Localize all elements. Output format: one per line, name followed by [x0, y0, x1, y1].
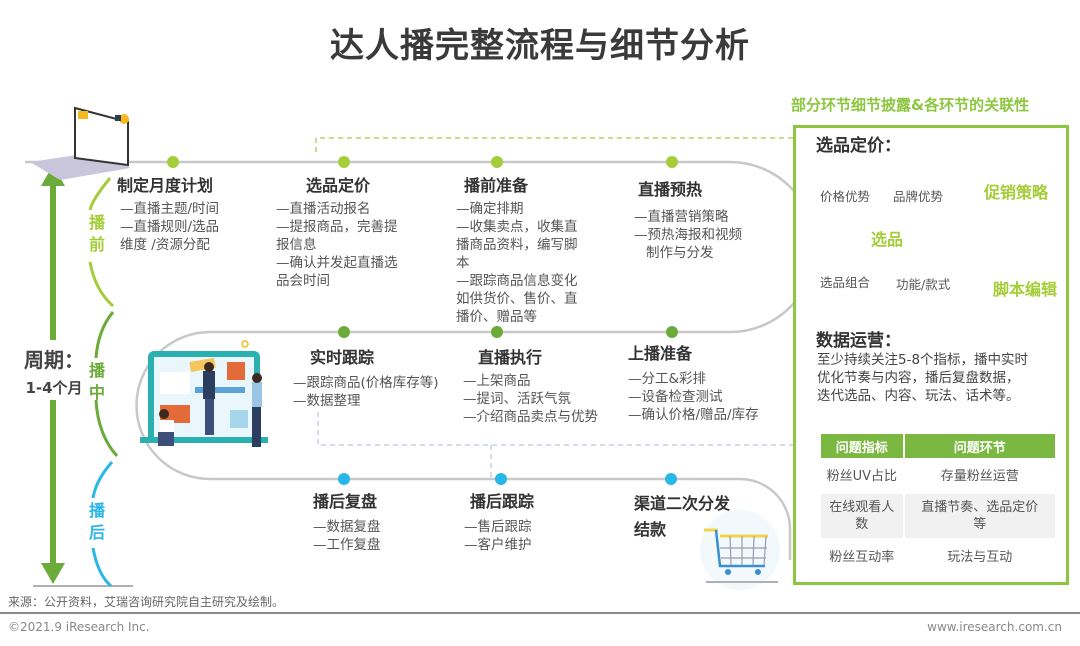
stage-dots-during — [338, 326, 678, 338]
stage-post-followup: 播后跟踪 —售后跟踪 —客户维护 — [464, 492, 535, 553]
stage-live-warmup: 直播预热 —直播营销策略 —预热海报和视频 制作与分发 — [634, 180, 742, 261]
ring-item-price-advantage: 价格优势 — [820, 189, 871, 204]
laptop-icon — [30, 106, 130, 180]
ring-item-function-style: 功能/款式 — [896, 277, 951, 292]
phase-arc-pre — [88, 177, 115, 308]
stage-pre-broadcast-prep: 播前准备 —确定排期 —收集卖点，收集直 播商品资料，编写脚 本 —跟踪商品信息… — [456, 176, 578, 325]
metrics-table: 问题指标 问题环节 粉丝UV占比 存量粉丝运营 在线观看人数 直播节奏、选品定价… — [819, 432, 1058, 576]
team-working-illustration — [140, 340, 268, 447]
ring-item-brand-advantage: 品牌优势 — [893, 189, 944, 204]
table-row: 在线观看人数 直播节奏、选品定价等 — [819, 492, 1058, 540]
stage-go-live-prep: 上播准备 —分工&彩排 —设备检查测试 —确认价格/赠品/库存 — [628, 344, 759, 423]
phase-label-pre: 播前 — [88, 213, 105, 254]
stage-dots-pre — [167, 156, 678, 168]
outcome-script-editing: 脚本编辑 — [993, 280, 1058, 299]
stage-live-execution: 直播执行 —上架商品 —提词、活跃气氛 —介绍商品卖点与优势 — [463, 348, 598, 425]
stage-monthly-plan: 制定月度计划 —直播主题/时间 —直播规则/选品 维度 /资源分配 — [117, 176, 220, 253]
cycle-title: 周期： — [24, 348, 84, 372]
operations-description: 至少持续关注5-8个指标，播中实时 优化节奏与内容，播后复盘数据， 迭代选品、内… — [817, 352, 1029, 404]
phase-label-during: 播中 — [88, 361, 105, 402]
panel-heading: 部分环节细节披露&各环节的关联性 — [791, 96, 1030, 114]
stage-product-pricing: 选品定价 —直播活动报名 —提报商品，完善提 报信息 —确认并发起直播选 品会时… — [276, 176, 398, 289]
table-header: 问题指标 — [819, 432, 905, 460]
outcome-promotion-strategy: 促销策略 — [984, 183, 1049, 202]
stage-dots-post — [338, 473, 677, 485]
stage-realtime-tracking: 实时跟踪 —跟踪商品(价格库存等) —数据整理 — [293, 348, 439, 409]
table-row: 粉丝UV占比 存量粉丝运营 — [819, 458, 1058, 494]
website-link[interactable]: www.iresearch.com.cn — [927, 620, 1062, 634]
operations-section-title: 数据运营： — [816, 331, 901, 351]
phase-arc-post — [91, 461, 114, 588]
phase-label-post: 播后 — [88, 501, 105, 542]
ring-center-label: 选品 — [871, 230, 904, 249]
dashed-connector-top — [315, 137, 800, 152]
table-header: 问题环节 — [902, 432, 1058, 460]
cycle-label: 周期： 1-4个月 — [14, 344, 94, 398]
footer-divider — [0, 612, 1080, 614]
shopping-cart-icon — [700, 510, 780, 590]
ring-item-product-mix: 选品组合 — [820, 275, 871, 290]
source-note: 来源：公开资料，艾瑞咨询研究院自主研究及绘制。 — [8, 595, 285, 609]
stage-channel-distribution: 渠道二次分发 结款 — [634, 494, 731, 539]
selection-section-title: 选品定价： — [816, 136, 901, 156]
copyright: ©2021.9 iResearch Inc. — [8, 620, 150, 634]
phase-arc-during — [94, 311, 119, 458]
cycle-duration: 1-4个月 — [25, 379, 83, 397]
page-title: 达人播完整流程与细节分析 — [330, 26, 750, 66]
dashed-connector-middle — [317, 340, 807, 478]
stage-post-review: 播后复盘 —数据复盘 —工作复盘 — [313, 492, 381, 553]
table-row: 粉丝互动率 玩法与互动 — [819, 538, 1058, 576]
